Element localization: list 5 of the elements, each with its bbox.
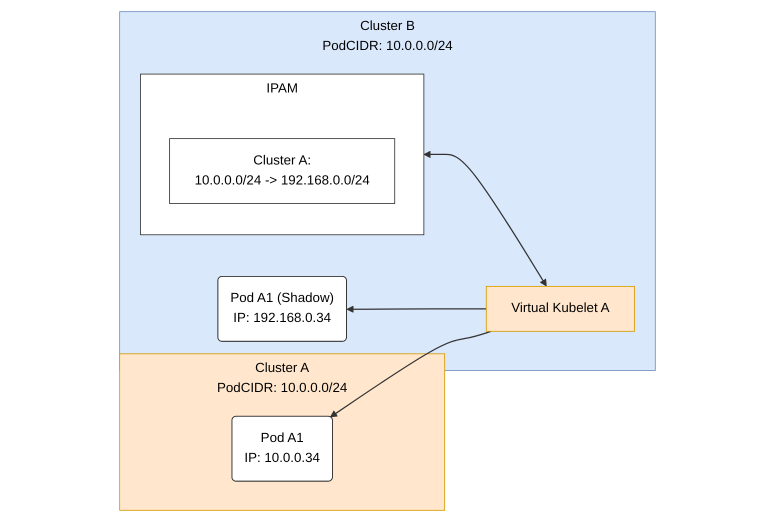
arrow: [424, 150, 547, 286]
node-box: Cluster A: 10.0.0.0/24 -> 192.168.0.0/24: [169, 138, 396, 204]
arrow: [346, 306, 486, 313]
arrow: [330, 330, 492, 418]
node-box: Virtual Kubelet A: [486, 286, 635, 332]
